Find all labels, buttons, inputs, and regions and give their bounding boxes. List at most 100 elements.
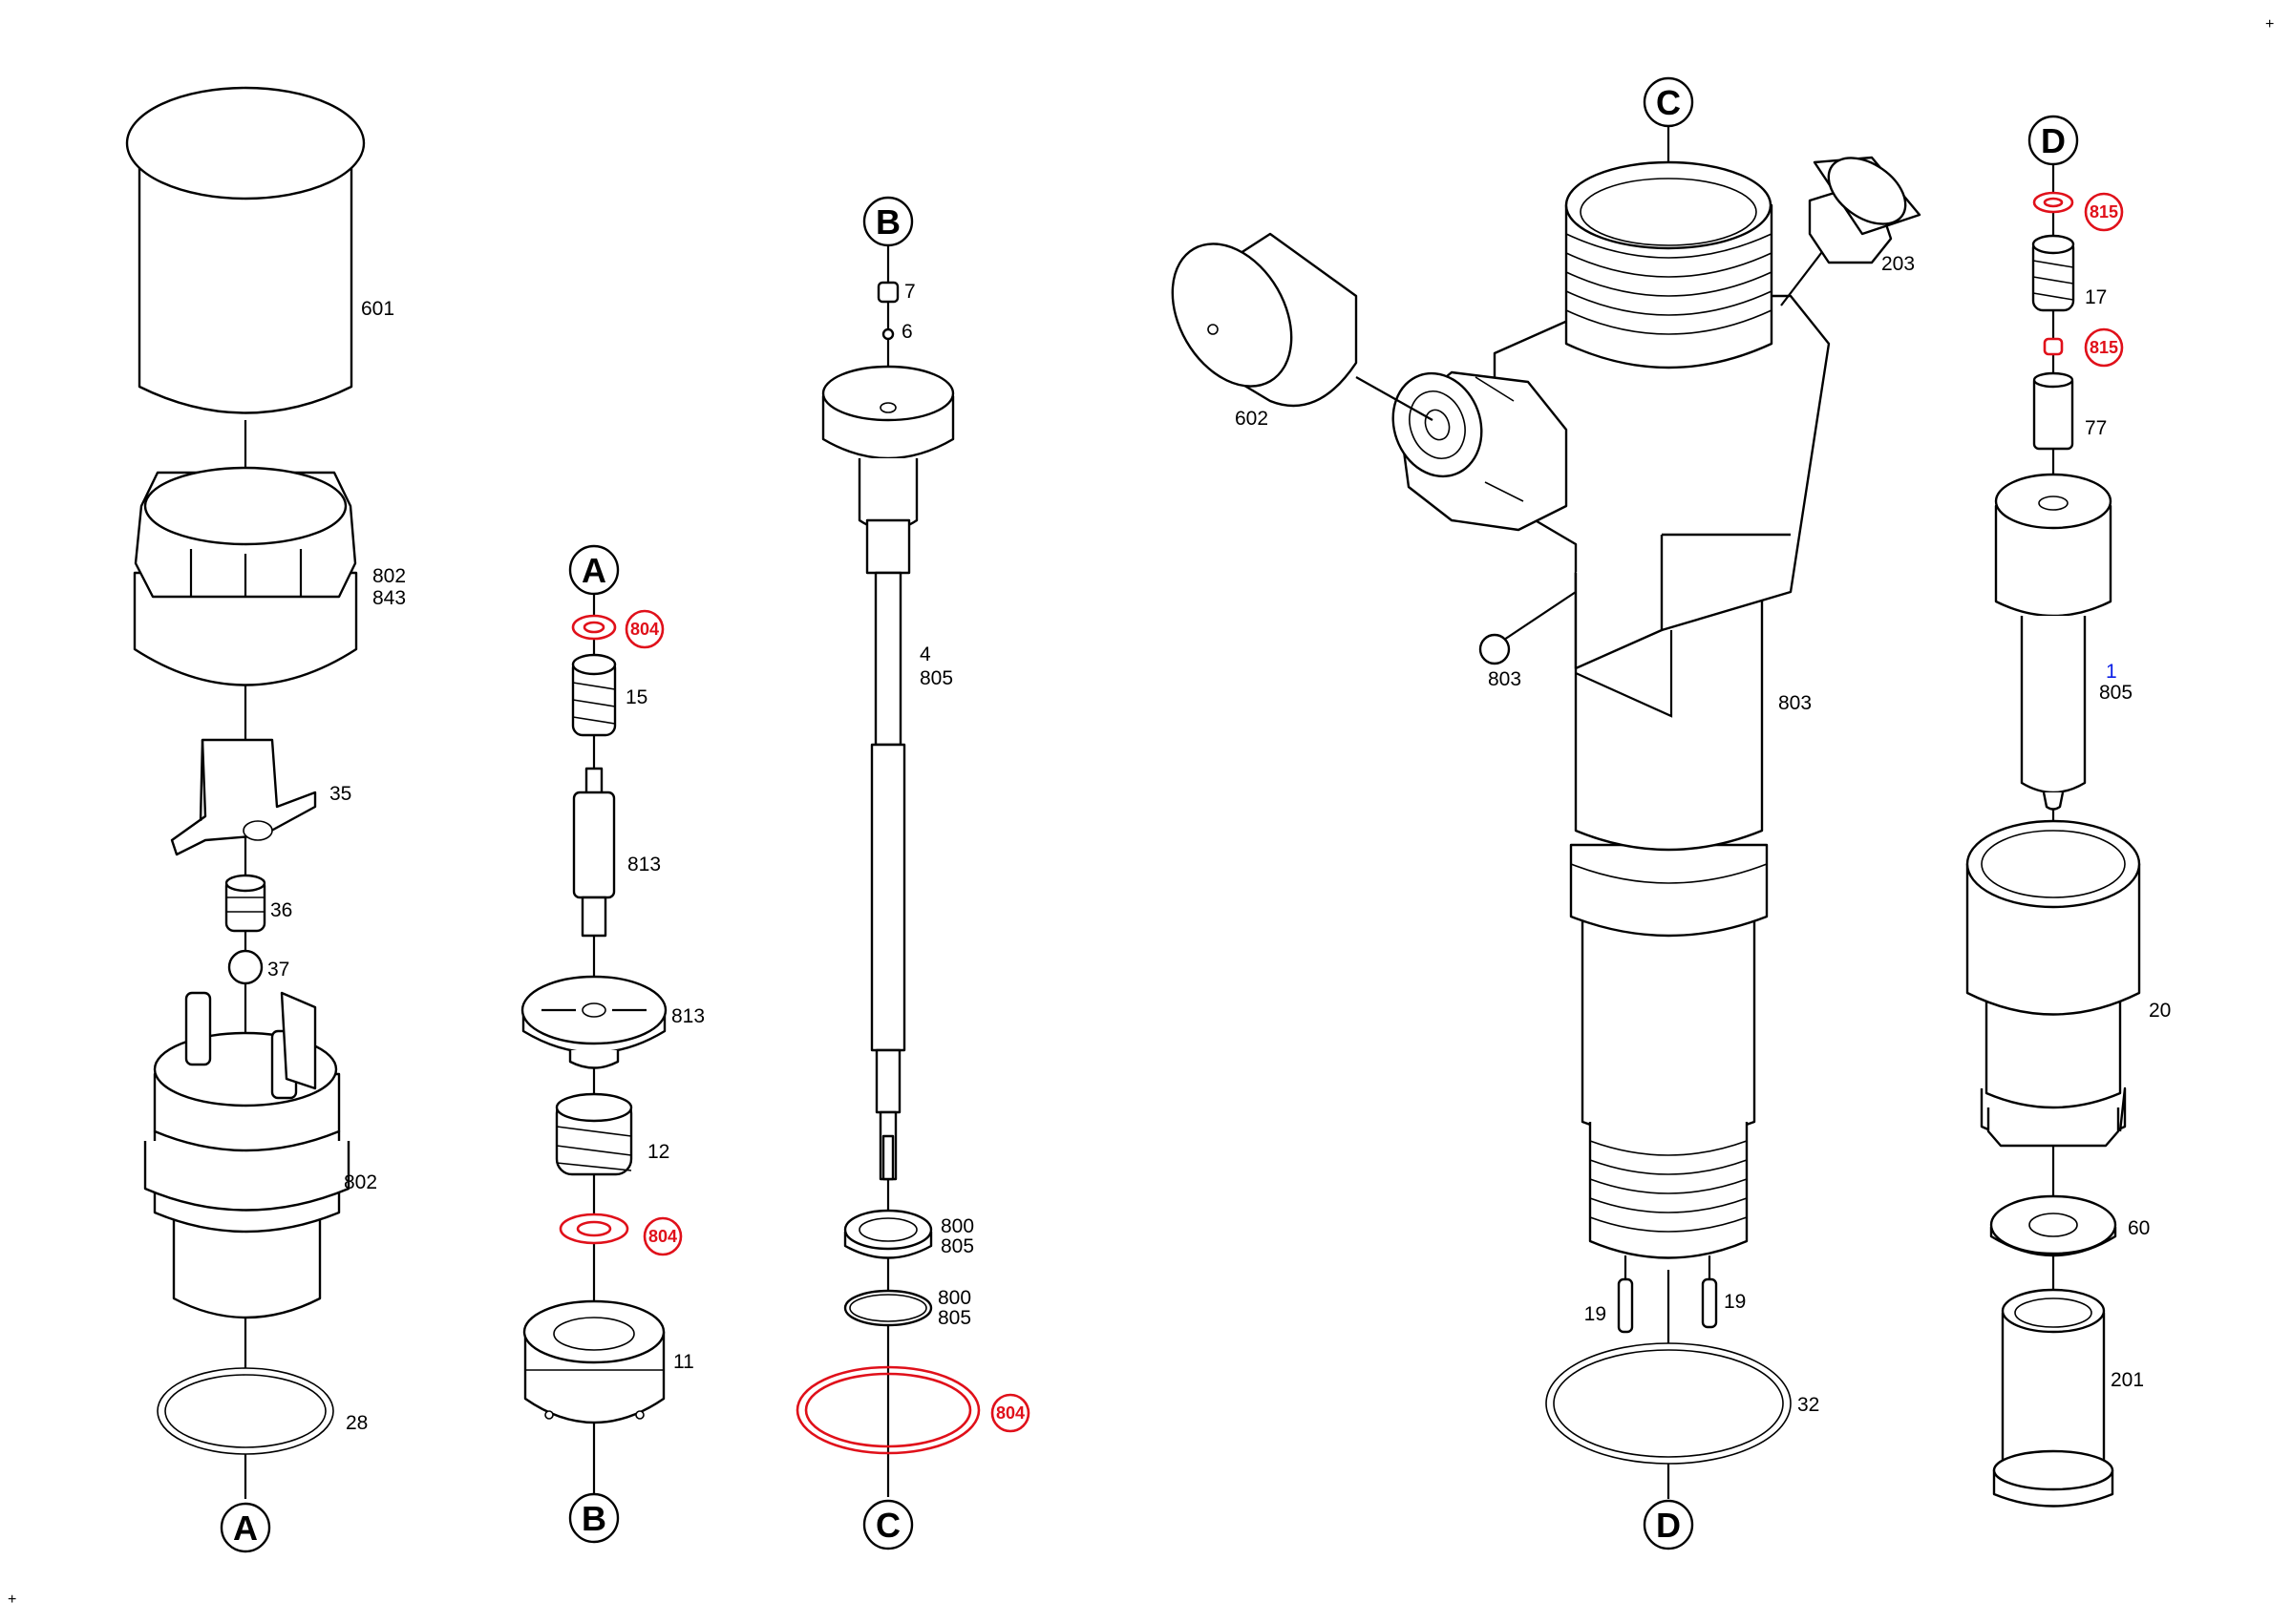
pins-19 <box>1617 1255 1718 1334</box>
svg-text:B: B <box>876 202 901 242</box>
label-60: 60 <box>2128 1217 2150 1239</box>
badge-804-top: 804 <box>625 609 665 649</box>
label-800-upper: 800 <box>941 1215 974 1237</box>
svg-text:C: C <box>876 1506 901 1545</box>
label-805-upper: 805 <box>941 1235 974 1257</box>
nut-11 <box>522 1299 666 1424</box>
svg-text:C: C <box>1656 83 1681 122</box>
label-601: 601 <box>361 298 394 320</box>
valve-4-805 <box>821 365 955 1181</box>
column-2-assembly: A <box>520 544 705 1544</box>
column-3-assembly: B <box>796 196 1030 1550</box>
label-1: 1 <box>2106 661 2117 683</box>
label-15: 15 <box>626 686 647 708</box>
cap-7 <box>877 281 900 304</box>
badge-815-top: 815 <box>2084 192 2124 232</box>
label-11: 11 <box>673 1351 694 1373</box>
label-800-lower: 800 <box>938 1287 971 1309</box>
label-36: 36 <box>270 899 292 921</box>
svg-text:A: A <box>233 1508 258 1548</box>
sleeve-77 <box>2032 371 2074 451</box>
svg-text:815: 815 <box>2090 338 2118 357</box>
nozzle-1-805 <box>1994 473 2112 811</box>
svg-text:A: A <box>582 551 606 590</box>
ring-800-805-upper <box>843 1209 933 1259</box>
svg-text:804: 804 <box>996 1403 1025 1423</box>
column-4-assembly: C <box>1171 76 1921 1550</box>
clip-35 <box>170 738 317 856</box>
injector-body-803 <box>1391 160 1844 1259</box>
label-802-upper: 802 <box>372 565 406 587</box>
washer-804-middle <box>559 1213 629 1245</box>
label-4: 4 <box>920 643 931 665</box>
ball-6 <box>881 327 895 341</box>
spring-12 <box>555 1092 633 1176</box>
label-802-lower: 802 <box>344 1171 377 1193</box>
label-843: 843 <box>372 587 406 609</box>
cap-nut-203 <box>1808 156 1921 264</box>
plate-813 <box>520 975 668 1069</box>
corner-mark-top-right: + <box>2265 16 2274 32</box>
connector-b-top: B <box>862 196 914 247</box>
svg-text:804: 804 <box>648 1227 677 1246</box>
label-805-nozzle: 805 <box>2099 682 2133 704</box>
corner-mark-bottom-left: + <box>8 1592 16 1608</box>
label-803-body: 803 <box>1778 692 1812 714</box>
connector-b-bottom: B <box>568 1492 620 1544</box>
label-6: 6 <box>902 321 913 343</box>
washer-815-top <box>2032 191 2074 214</box>
spring-36 <box>224 874 266 933</box>
ball-37 <box>227 949 264 985</box>
spring-17 <box>2031 234 2075 312</box>
label-803-ball: 803 <box>1488 668 1521 690</box>
oring-32 <box>1545 1342 1792 1465</box>
svg-text:D: D <box>2041 121 2066 160</box>
connector-a-top: A <box>568 544 620 596</box>
nut-802-843 <box>133 466 358 686</box>
label-805-valve: 805 <box>920 667 953 689</box>
washer-804-top <box>571 614 617 641</box>
column-5-assembly: D <box>1965 115 2171 1508</box>
label-77: 77 <box>2085 417 2107 439</box>
ring-800-805-lower <box>843 1289 933 1327</box>
connector-c-top: C <box>1643 76 1694 128</box>
spring-15 <box>571 653 617 737</box>
label-37: 37 <box>267 959 289 981</box>
label-12: 12 <box>647 1141 669 1163</box>
connector-body-802 <box>143 991 350 1319</box>
label-602: 602 <box>1235 408 1268 430</box>
cap-601 <box>125 86 366 414</box>
connector-c-bottom: C <box>862 1499 914 1550</box>
ball-803 <box>1478 591 1577 665</box>
svg-text:D: D <box>1656 1506 1681 1545</box>
label-805-lower: 805 <box>938 1307 971 1329</box>
label-201: 201 <box>2111 1369 2144 1391</box>
ring-804-large <box>796 1365 981 1455</box>
nozzle-nut-20 <box>1965 819 2141 1148</box>
label-203: 203 <box>1881 253 1915 275</box>
svg-text:815: 815 <box>2090 202 2118 221</box>
label-32: 32 <box>1797 1394 1819 1416</box>
label-35: 35 <box>329 783 351 805</box>
badge-815-small: 815 <box>2084 327 2124 368</box>
tool-201 <box>1992 1288 2114 1508</box>
label-28: 28 <box>346 1412 368 1434</box>
label-813-plate: 813 <box>671 1005 705 1027</box>
svg-text:804: 804 <box>630 620 659 639</box>
connector-a-bottom: A <box>220 1502 271 1553</box>
label-19-left: 19 <box>1584 1303 1606 1325</box>
badge-804-middle: 804 <box>643 1216 683 1256</box>
svg-text:B: B <box>582 1499 606 1538</box>
washer-60 <box>1989 1194 2117 1257</box>
washer-815-small <box>2043 337 2064 356</box>
label-19-right: 19 <box>1724 1291 1746 1313</box>
label-20: 20 <box>2149 1000 2171 1022</box>
badge-804-large: 804 <box>990 1393 1030 1433</box>
label-17: 17 <box>2085 286 2107 308</box>
connector-d-top: D <box>2027 115 2079 166</box>
pin-813 <box>572 767 616 938</box>
connector-d-bottom: D <box>1643 1499 1694 1550</box>
column-1-assembly: 601 802 843 35 36 37 802 28 A <box>125 86 406 1553</box>
